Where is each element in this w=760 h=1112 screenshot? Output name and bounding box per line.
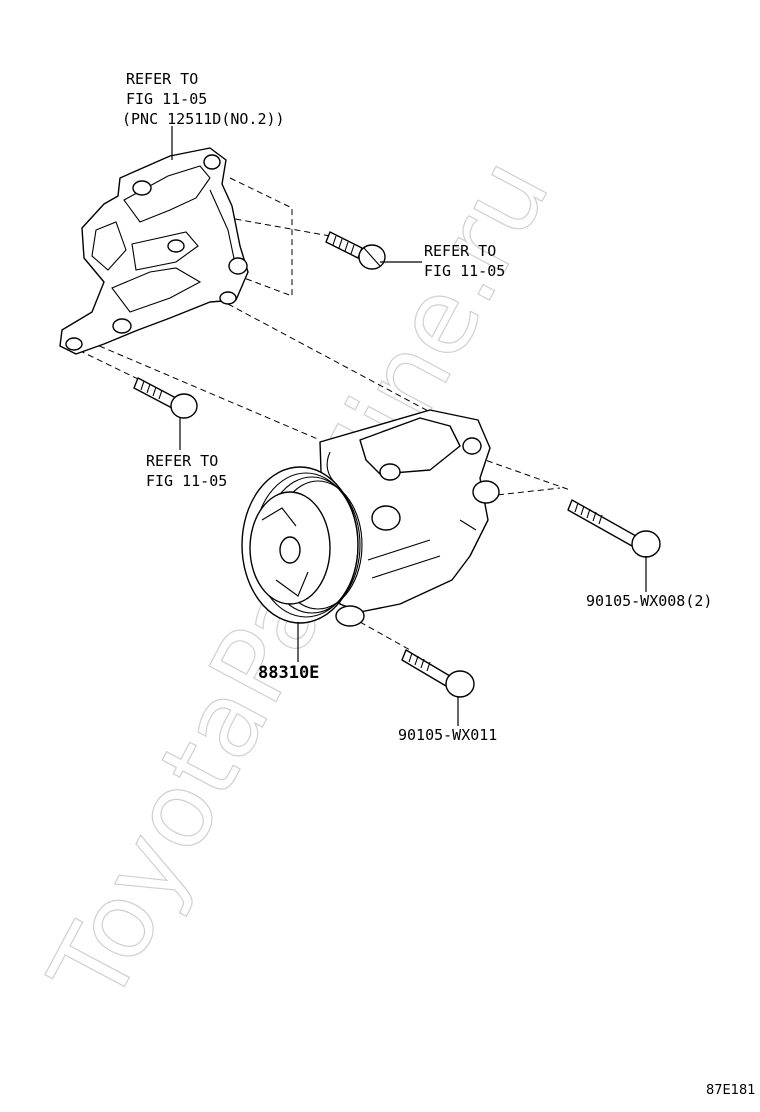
upper-bolt-ref-line1: REFER TO bbox=[424, 242, 496, 260]
bracket-hole-left bbox=[65, 337, 83, 351]
bracket-ref-line2: FIG 11-05 bbox=[126, 90, 207, 108]
compressor-rear-head bbox=[359, 417, 461, 475]
bracket-hole-center bbox=[167, 239, 185, 253]
compressor-mount-hole-bottom bbox=[335, 605, 365, 627]
lower-bolt-ref-line1: REFER TO bbox=[146, 452, 218, 470]
long-bolt-shank bbox=[567, 499, 637, 547]
bracket-lower-web bbox=[111, 267, 202, 313]
leader-lines bbox=[171, 126, 647, 726]
bracket-to-compressor-line-lower bbox=[89, 341, 321, 441]
upper-bolt-head-edge bbox=[363, 247, 381, 267]
short-bolt-assembly-line bbox=[359, 621, 411, 651]
bracket-ref-line3: (PNC 12511D(NO.2)) bbox=[122, 110, 285, 128]
bracket-to-compressor-line-upper bbox=[227, 303, 431, 413]
short-bolt-head bbox=[445, 670, 475, 698]
ac-compressor bbox=[241, 409, 500, 627]
upper-bolt-thread bbox=[332, 235, 355, 255]
bracket-body bbox=[59, 147, 249, 355]
compressor-port bbox=[371, 505, 401, 531]
long-bolt-assembly-line bbox=[487, 487, 561, 497]
compressor-part-number: 88310E bbox=[258, 663, 319, 683]
clutch-plate-detail bbox=[261, 507, 309, 597]
compressor-body-lines bbox=[367, 519, 477, 579]
short-bolt-thread bbox=[408, 652, 431, 672]
compressor-to-long-bolt-line bbox=[467, 453, 571, 491]
lower-left-bolt bbox=[133, 377, 198, 419]
upper-bolt-shank bbox=[325, 231, 363, 259]
compressor-mount-hole-right bbox=[472, 480, 500, 504]
short-bolt-part-number: 90105-WX011 bbox=[398, 726, 497, 744]
upper-bolt-ref-line2: FIG 11-05 bbox=[424, 262, 505, 280]
bracket-upper-web bbox=[123, 165, 211, 223]
figure-code: 87E181 bbox=[706, 1083, 756, 1098]
mounting-bracket bbox=[59, 147, 249, 355]
bracket-hole-top-right bbox=[203, 154, 221, 170]
short-bolt-shank bbox=[401, 649, 451, 687]
bracket-ref-line1: REFER TO bbox=[126, 70, 198, 88]
long-bolt-part-number: 90105-WX008(2) bbox=[586, 592, 712, 610]
bracket-hole-top-left bbox=[132, 180, 152, 196]
lower-left-bolt-thread bbox=[140, 380, 163, 400]
bracket-center-slot bbox=[131, 231, 199, 271]
short-bolt bbox=[401, 649, 475, 698]
bracket-edge bbox=[209, 189, 237, 269]
lower-left-bolt-shank bbox=[133, 377, 177, 409]
lower-left-bolt-head bbox=[170, 393, 198, 419]
bracket-hole-lower bbox=[112, 318, 132, 334]
compressor-suction-port bbox=[379, 463, 401, 481]
lower-bolt-ref-line2: FIG 11-05 bbox=[146, 472, 227, 490]
bracket-box-dashed bbox=[229, 177, 293, 297]
compressor-mount-hole-top bbox=[462, 437, 482, 455]
upper-bolt bbox=[325, 231, 386, 270]
long-bolt-thread bbox=[574, 502, 603, 525]
bracket-left-rib bbox=[91, 221, 127, 271]
labels: REFER TO FIG 11-05 (PNC 12511D(NO.2)) RE… bbox=[122, 70, 756, 1098]
bracket-hole-lower-right bbox=[219, 291, 237, 305]
long-bolt-head bbox=[631, 530, 661, 558]
bracket-hole-right bbox=[228, 257, 248, 275]
clutch-hub bbox=[279, 536, 301, 564]
long-bolt bbox=[567, 499, 661, 558]
